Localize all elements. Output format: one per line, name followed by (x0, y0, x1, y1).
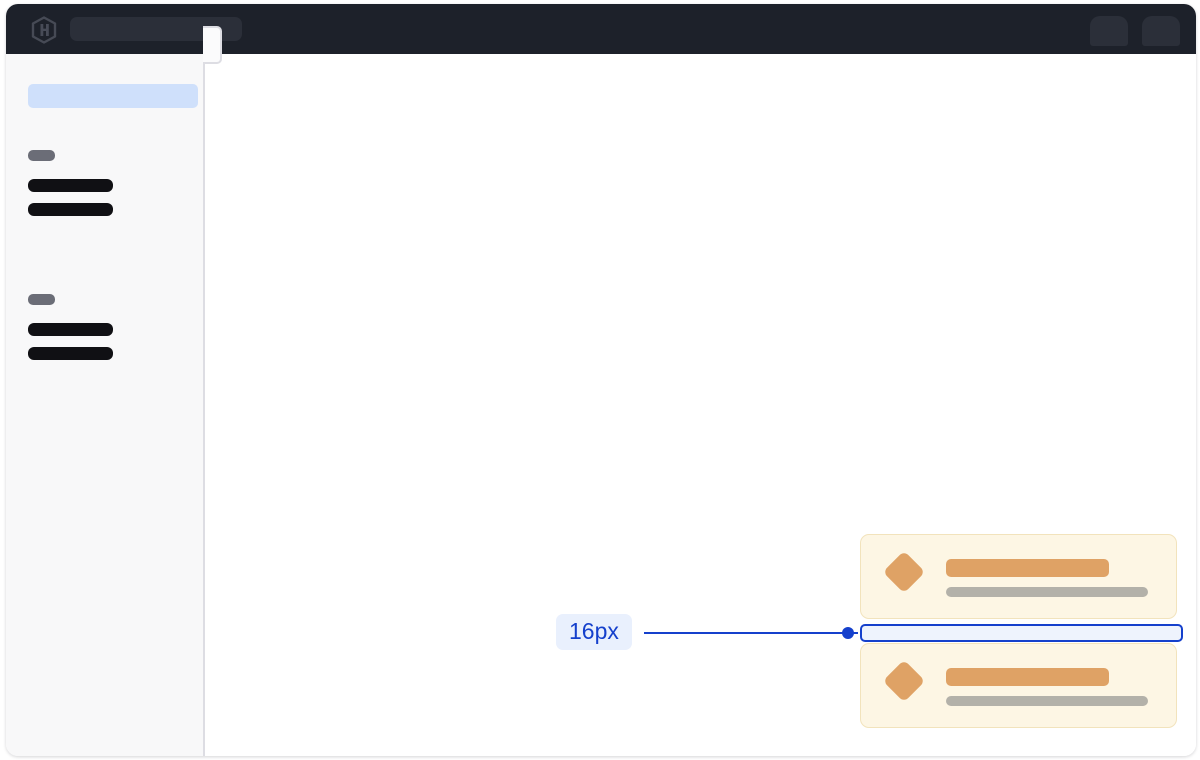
content-card-subtitle (946, 696, 1148, 706)
content-card-text (946, 559, 1150, 597)
measurement-leader-dot (842, 627, 854, 639)
sidebar-item[interactable] (28, 179, 113, 192)
diamond-icon (882, 550, 926, 594)
content-card-title (946, 559, 1109, 577)
sidebar-group-label (28, 150, 55, 161)
topbar-actions (1090, 16, 1180, 46)
topbar-action-two[interactable] (1142, 16, 1180, 46)
content-card-subtitle (946, 587, 1148, 597)
sidebar (6, 54, 205, 756)
sidebar-item[interactable] (28, 203, 113, 216)
sidebar-group-2 (28, 294, 188, 360)
spacing-measurement-region (860, 624, 1183, 642)
topbar-action-one[interactable] (1090, 16, 1128, 46)
top-header-bar (6, 4, 1196, 54)
sidebar-group-label (28, 294, 55, 305)
sidebar-group-1 (28, 150, 188, 216)
content-card-bottom[interactable] (860, 643, 1177, 728)
hexagon-brand-logo[interactable] (30, 16, 58, 44)
sidebar-collapse-handle[interactable] (203, 26, 222, 64)
measurement-leader-line (644, 632, 858, 634)
diamond-icon (882, 659, 926, 703)
content-card-top[interactable] (860, 534, 1177, 619)
measurement-value-badge: 16px (556, 614, 632, 650)
content-card-title (946, 668, 1109, 686)
sidebar-active-item[interactable] (28, 84, 198, 108)
sidebar-item[interactable] (28, 323, 113, 336)
content-card-text (946, 668, 1150, 706)
app-window: 16px (6, 4, 1196, 756)
sidebar-item[interactable] (28, 347, 113, 360)
main-canvas: 16px (205, 54, 1196, 756)
